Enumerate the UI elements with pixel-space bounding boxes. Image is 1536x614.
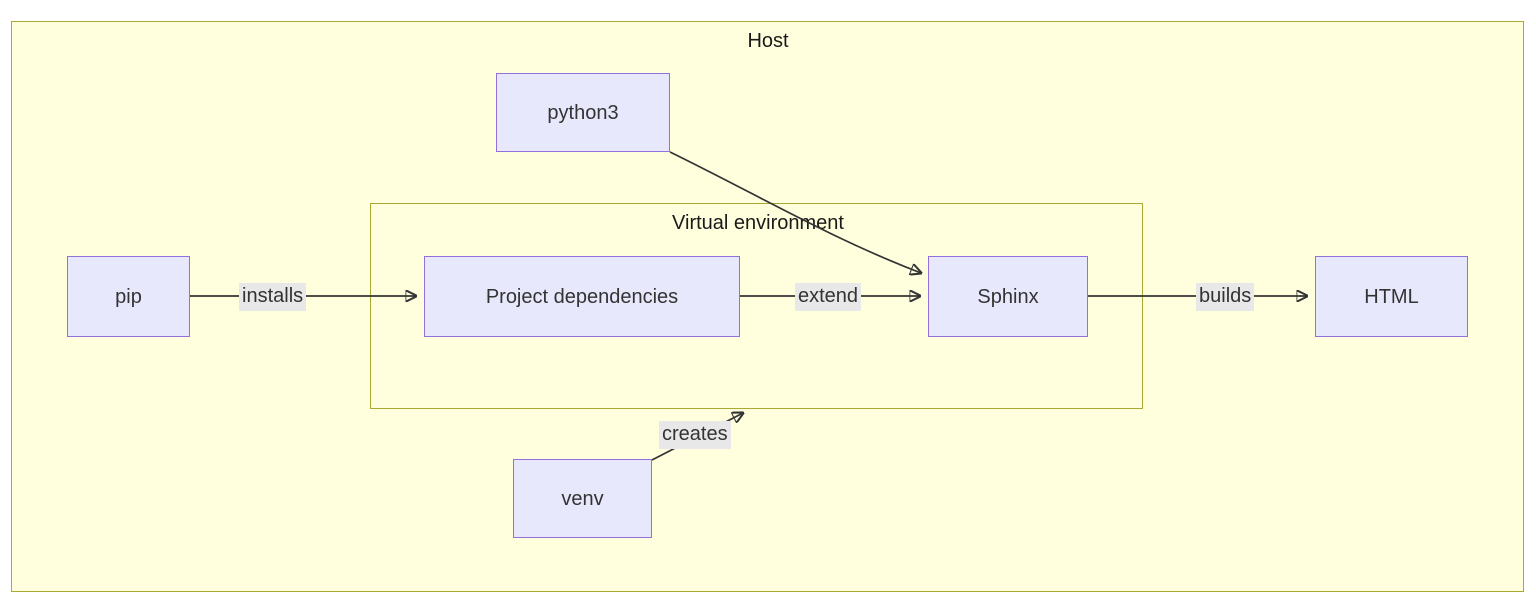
node-venv-label: venv (561, 487, 604, 510)
edge-label-builds: builds (1196, 283, 1255, 311)
node-venv[interactable]: venv (513, 459, 652, 538)
cluster-virtual-environment-label: Virtual environment (672, 212, 844, 234)
node-project-dependencies[interactable]: Project dependencies (424, 256, 740, 337)
node-python3[interactable]: python3 (496, 73, 670, 152)
edge-label-installs: installs (239, 283, 307, 311)
node-project-dependencies-label: Project dependencies (485, 285, 679, 308)
node-python3-label: python3 (547, 101, 619, 124)
edge-label-extend: extend (795, 283, 862, 311)
cluster-host-label: Host (747, 30, 789, 52)
node-sphinx-label: Sphinx (977, 285, 1039, 308)
node-pip[interactable]: pip (67, 256, 190, 337)
node-html-label: HTML (1364, 285, 1419, 308)
edge-label-creates: creates (659, 421, 731, 449)
node-pip-label: pip (115, 285, 142, 308)
node-sphinx[interactable]: Sphinx (928, 256, 1088, 337)
node-html[interactable]: HTML (1315, 256, 1468, 337)
